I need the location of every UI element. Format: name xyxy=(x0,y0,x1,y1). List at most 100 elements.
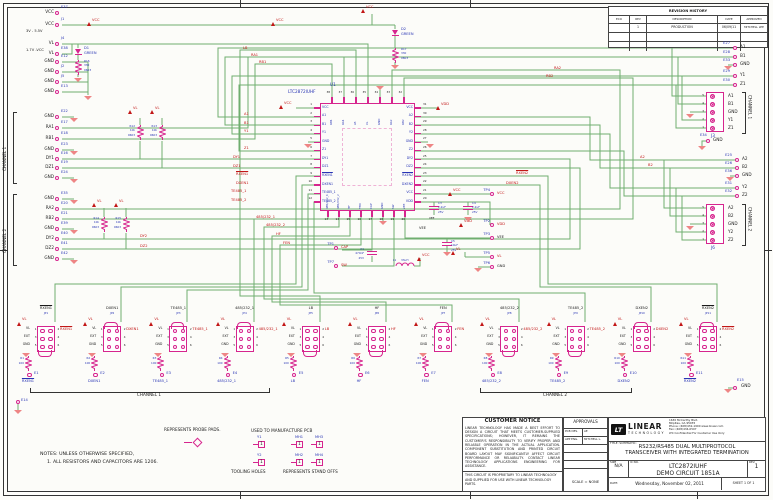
pad-ref: E20 xyxy=(61,201,68,205)
jumper-pin-number: 2 xyxy=(454,326,457,331)
title-label: TITLE: SCHEMATIC: xyxy=(610,442,637,445)
turret-pad xyxy=(489,264,495,270)
pad-net-label: GND xyxy=(741,383,751,388)
resistor-size: 0603 xyxy=(127,132,135,137)
turret-pad xyxy=(489,254,495,260)
connector-pin-number: 2 xyxy=(702,117,704,122)
pin-number: 15 xyxy=(346,217,350,221)
pin-number: 12 xyxy=(308,196,312,201)
net-label: HF xyxy=(276,231,281,236)
turret-pad xyxy=(503,329,509,334)
connector-ref: J6 xyxy=(711,244,715,250)
gnd-symbol xyxy=(14,410,22,414)
testpoint-ref: TP2 xyxy=(483,218,490,223)
turret-pad xyxy=(371,329,376,334)
power-arrow-icon xyxy=(450,251,455,255)
turret-pad xyxy=(313,345,318,350)
turret-pad xyxy=(54,41,59,47)
jumper-shunt xyxy=(501,349,516,357)
led-bar xyxy=(74,53,82,55)
gnd-symbol xyxy=(220,352,229,357)
pad-net-label: GND xyxy=(742,172,752,177)
resistor-value: 100 xyxy=(283,360,289,365)
date-label: DATE: xyxy=(610,481,619,486)
capacitor-volt: 25V xyxy=(438,209,444,214)
resistor-ref: R10 xyxy=(614,355,620,360)
pin-stub xyxy=(415,141,421,143)
pin-stub xyxy=(314,167,320,169)
pin-number: 9 xyxy=(310,170,312,175)
pad-ref: E40 xyxy=(61,231,68,235)
turret-pad xyxy=(54,22,59,28)
jumper-shunt xyxy=(369,349,383,357)
pin-name: TE485_1 xyxy=(322,190,336,195)
pad-ref: E39 xyxy=(61,221,68,225)
turret-pad xyxy=(54,206,59,212)
turret-pad xyxy=(489,222,495,228)
connector-pin-name: A2 xyxy=(728,204,734,210)
pin-number: 37 xyxy=(338,90,342,94)
turret-pad xyxy=(333,245,339,251)
turret-pad xyxy=(732,54,738,60)
pad-ref: E2 xyxy=(100,370,105,375)
turret-pad xyxy=(291,372,297,377)
turret-pad xyxy=(702,329,707,334)
led-bar xyxy=(391,34,399,36)
turret-pad xyxy=(54,246,59,252)
pin-number: 3 xyxy=(310,119,312,124)
pad-ref: E35 xyxy=(61,191,68,195)
resistor-value: 100 xyxy=(415,360,422,365)
pad-net-label: Z1 xyxy=(740,81,746,86)
jumper-pin-number: 2 xyxy=(653,326,656,331)
channel1-group-label: CHANNEL 1 xyxy=(2,146,7,171)
pin-number: 10 xyxy=(308,179,312,184)
pin-number: 33 xyxy=(386,90,390,94)
jumper-pin-number: 3 xyxy=(498,334,500,339)
rev-approved: MITCHELL LEE xyxy=(744,25,764,30)
turret-pad xyxy=(569,345,575,350)
pad-net-label: GND xyxy=(740,61,750,66)
jumper-pin-label: EXT xyxy=(222,334,229,339)
jumper-ref: JP11 xyxy=(704,310,712,315)
jumper-pin-number: 5 xyxy=(233,342,236,347)
pin-number: 7 xyxy=(310,153,312,158)
turret-pad xyxy=(305,337,310,342)
pin-name: RA1 xyxy=(340,119,345,125)
led-ref: D2 xyxy=(401,27,407,31)
pin-stub xyxy=(331,97,333,103)
jumper-pin-number: 4 xyxy=(256,334,258,339)
jumper-shunt xyxy=(567,349,582,357)
pad-ref: E33 xyxy=(723,58,730,62)
power-flag: VCC xyxy=(422,253,430,257)
jumper-title: TE485_2 xyxy=(567,306,584,310)
pin-name: GND xyxy=(405,138,413,143)
pad-net-label: GND xyxy=(44,146,54,151)
customer-notice-title: CUSTOMER NOTICE xyxy=(484,418,541,424)
jumper-pin-number: 6 xyxy=(587,342,589,347)
jumper-pin-number: 3 xyxy=(100,334,103,339)
connector-pin-name: B1 xyxy=(728,100,734,106)
jumper-pin-number: 3 xyxy=(630,334,633,339)
pin-name: DZ2 xyxy=(406,164,413,169)
pin-stub xyxy=(314,201,320,203)
vl-arrow-icon xyxy=(281,321,286,326)
turret-pad xyxy=(54,147,59,153)
pin-number: 20 xyxy=(401,217,405,221)
connector-pin-number: 3 xyxy=(702,221,704,226)
revision-history-title: REVISION HISTORY xyxy=(668,8,708,13)
pin-name: VCC xyxy=(406,190,413,195)
jumper-pin-label: EXT xyxy=(421,334,428,339)
jumper-pin-number: 5 xyxy=(100,342,103,347)
jumper-pin-number: 3 xyxy=(299,334,302,339)
turret-pad xyxy=(114,337,119,342)
resistor-value: 330 xyxy=(84,63,90,67)
jumper-shunt xyxy=(104,322,119,329)
pad-ref: E41 xyxy=(61,241,68,245)
gnd-symbol xyxy=(22,352,30,357)
pad-ref: J4 xyxy=(61,36,65,40)
resistor-value: 10k xyxy=(129,128,135,132)
turret-pad xyxy=(159,372,164,377)
capacitor-ref: C3 xyxy=(438,200,442,205)
mount-hole-number: 1 xyxy=(318,440,321,446)
